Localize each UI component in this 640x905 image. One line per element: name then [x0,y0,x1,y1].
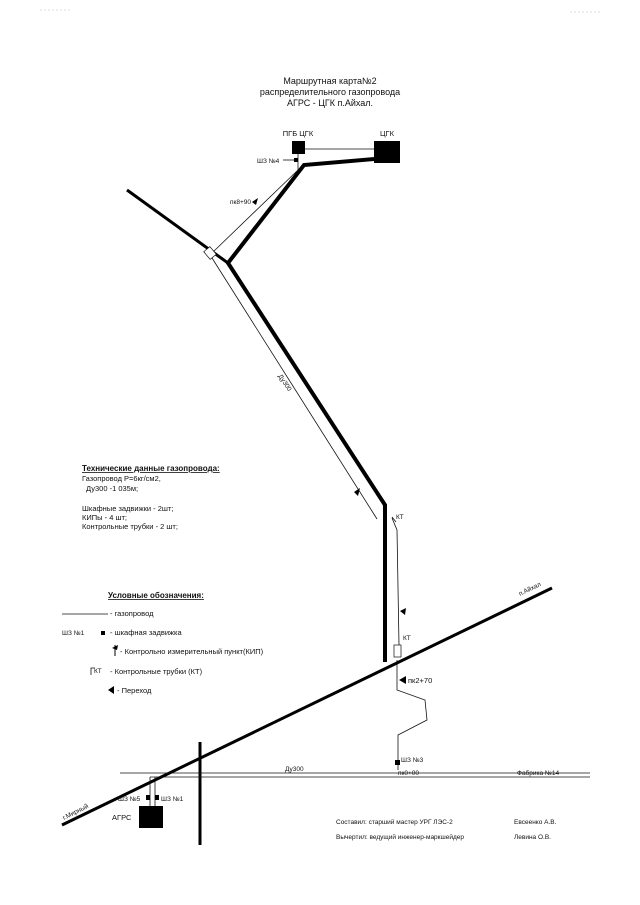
title-line1: Маршрутная карта№2 [283,76,376,86]
legend-kt-icon [90,667,95,675]
kt2-label: КТ [403,635,411,642]
legend-item-0: - газопровод [110,609,154,618]
legend-valve-icon [101,631,105,635]
tech-line-0: Газопровод Р=6кг/см2, [82,474,161,483]
legend-sz-symbol: ШЗ №1 [62,630,85,637]
legend-kt-symbol: КТ [94,668,102,675]
kip-box-junction [203,246,217,260]
sz1-valve [155,795,159,800]
cgk-label: ЦГК [380,129,395,138]
main-pipe [225,156,387,662]
sz4-valve [294,158,298,162]
du300-diag-label: Ду300 [276,373,292,393]
title-line3: АГРС - ЦГК п.Айхал. [287,98,373,108]
title-line2: распределительного газопровода [260,87,400,97]
footer-drawn-label: Вычертил: ведущий инженер-маркшейдер [336,833,464,841]
footer-compiled-label: Составил: старший мастер УРГ ЛЭС-2 [336,818,453,826]
cgk-block [374,141,400,163]
legend-item-4: - Переход [117,686,152,695]
sz4-label: ШЗ №4 [257,158,280,165]
pk890-label: пк8+90 [230,199,251,206]
sz3-valve [395,760,400,765]
pk270-marker [399,676,406,684]
sz5-label: ШЗ №5 [118,796,141,803]
kt1-label: КТ [396,514,404,521]
pgb-label: ПГБ ЦГК [283,129,314,138]
pk000-label: пк0+00 [398,770,419,777]
fabrika-label: Фабрика №14 [517,769,560,777]
legend-item-1: - шкафная задвижка [110,628,182,637]
tech-line-5: Контрольные трубки - 2 шт; [82,522,178,531]
sz3-label: ШЗ №3 [401,757,424,764]
footer-compiled-name: Евсеенко А.В. [514,819,557,826]
pk890-marker [252,198,258,205]
kt1-mark [391,516,397,523]
pk270-label: пк2+70 [408,676,432,685]
tech-line-4: КИПы - 4 шт; [82,513,127,522]
legend-heading: Условные обозначения: [108,591,204,600]
agrs-label: АГРС [112,813,132,822]
tech-line-1: Ду300 -1 035м; [86,484,138,493]
legend-crossing-icon [108,686,114,694]
legend-item-3: - Контрольные трубки (КТ) [110,667,203,676]
kt2-box [393,644,402,658]
legend-item-2: - Контрольно измерительный пункт(КИП) [120,647,264,656]
kip-marker-vert [400,608,406,615]
footer-drawn-name: Левина О.В. [514,834,551,841]
legend-kip-icon [112,645,118,656]
sz1-label: ШЗ №1 [161,796,184,803]
thin-pipe-lower [396,660,428,770]
sz5-valve [146,795,150,800]
agrs-block [139,806,163,828]
thin-pipe-right [391,517,400,646]
tech-line-3: Шкафные задвижки - 2шт; [82,504,173,513]
du300-h-label: Ду300 [285,766,304,773]
thin-pipe-diag [211,257,378,520]
pgb-block [292,141,305,154]
kip-marker-diag [354,488,360,496]
tech-heading: Технические данные газопровода: [82,464,220,473]
road-aikhal-mirny [61,586,553,827]
